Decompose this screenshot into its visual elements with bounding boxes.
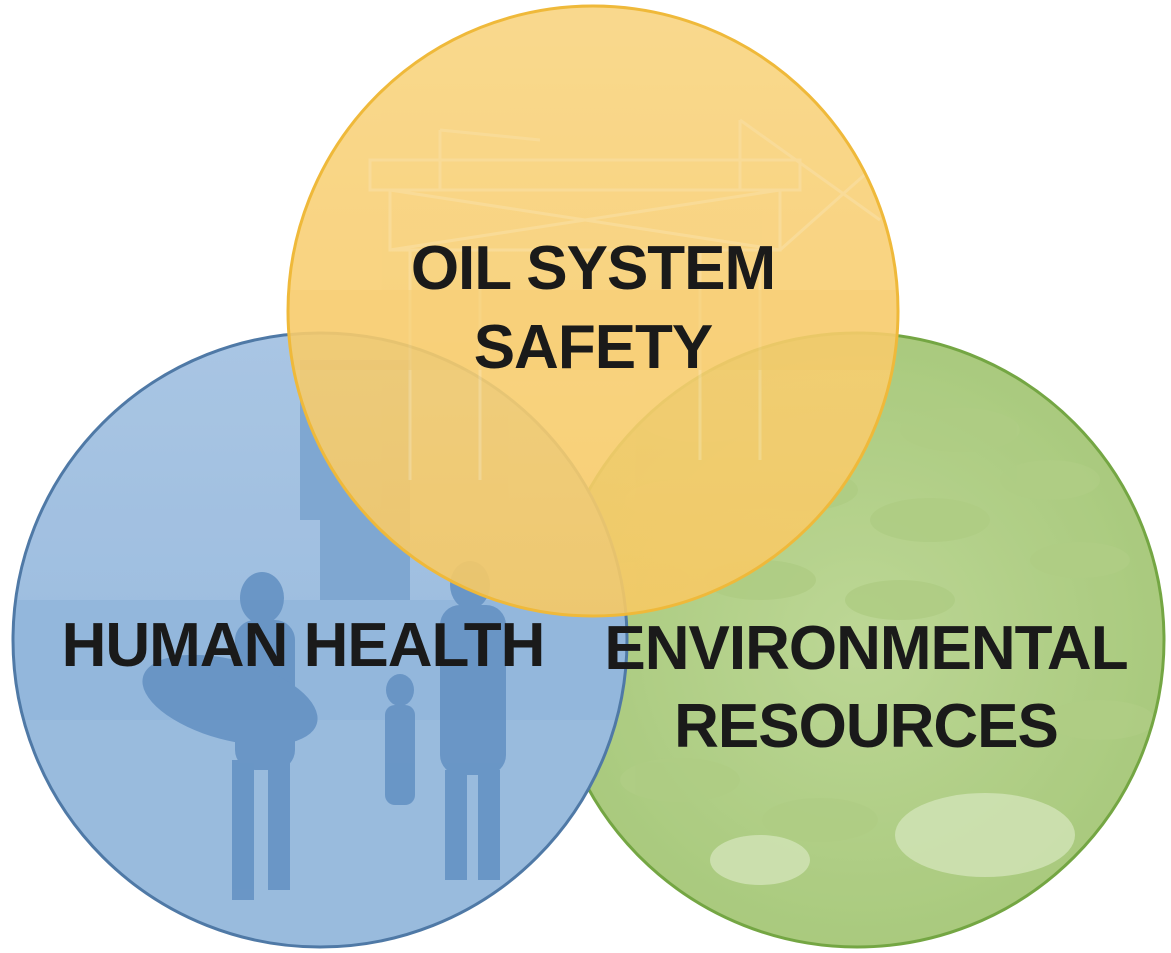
oil-platform-photo [288,6,898,616]
oil-system-safety-label-line2: SAFETY [474,313,713,382]
environmental-resources-label-line1: ENVIRONMENTAL [604,614,1127,683]
oil-system-safety-label-line1: OIL SYSTEM [411,234,775,303]
environmental-resources-label-line2: RESOURCES [674,692,1058,761]
oil-system-safety-circle [286,4,900,618]
human-health-label: HUMAN HEALTH [62,611,545,680]
